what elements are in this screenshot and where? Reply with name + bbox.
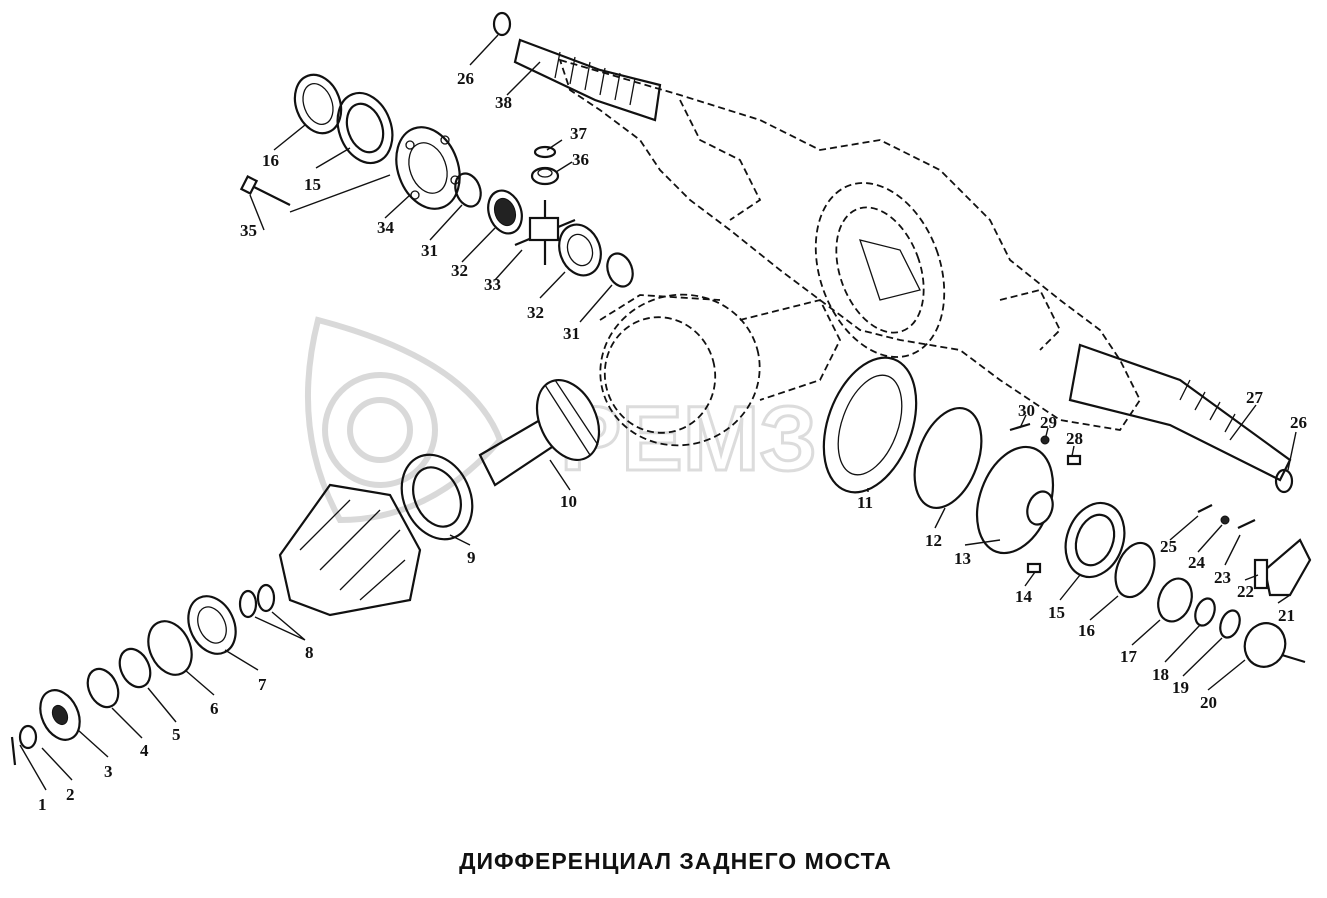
bolt-35 [239, 175, 291, 206]
lock-ring-26-right [1274, 468, 1294, 494]
label-8: 8 [305, 643, 314, 662]
flange-nut-20 [1243, 622, 1306, 668]
label-30: 30 [1018, 401, 1035, 420]
bolt-25 [1197, 504, 1213, 513]
washer-12 [913, 406, 983, 510]
bearing-7 [187, 595, 237, 655]
label-26-left: 26 [457, 69, 474, 88]
label-14: 14 [1015, 587, 1033, 606]
label-29: 29 [1040, 413, 1057, 432]
watermark-text: РЕМЗ [560, 388, 817, 490]
drive-pinion-10 [478, 379, 601, 487]
label-32-top: 32 [451, 261, 468, 280]
thrust-washer-31-top [454, 172, 482, 208]
shim-8b [256, 583, 276, 613]
label-1: 1 [38, 795, 47, 814]
lock-plate-22 [1253, 558, 1269, 590]
bearing-15-top [336, 91, 394, 165]
label-9: 9 [467, 548, 476, 567]
label-22: 22 [1237, 582, 1254, 601]
cotter-pin-1 [10, 736, 17, 766]
label-17: 17 [1120, 647, 1138, 666]
label-35: 35 [240, 221, 257, 240]
bearing-cover-16-right [1114, 541, 1156, 599]
label-20: 20 [1200, 693, 1217, 712]
label-3: 3 [104, 762, 113, 781]
label-12: 12 [925, 531, 942, 550]
reducer-housing [599, 293, 842, 447]
ring-4 [86, 667, 120, 709]
label-21: 21 [1278, 606, 1295, 625]
label-31-top: 31 [421, 241, 438, 260]
nut-24 [1220, 515, 1230, 525]
crown-gear-11 [822, 356, 918, 494]
label-23: 23 [1214, 568, 1231, 587]
differential-case-34 [395, 126, 461, 210]
label-4: 4 [140, 741, 149, 760]
washer-23 [1237, 519, 1256, 529]
label-13: 13 [954, 549, 971, 568]
differential-case-13 [976, 445, 1054, 555]
label-38: 38 [495, 93, 512, 112]
label-25: 25 [1160, 537, 1177, 556]
oil-seal-6 [147, 620, 193, 676]
bearing-15-right [1064, 501, 1126, 579]
spider-cross-33 [514, 200, 576, 265]
label-24: 24 [1188, 553, 1206, 572]
bearing-9 [400, 453, 474, 541]
label-6: 6 [210, 699, 219, 718]
ring-18 [1194, 597, 1216, 627]
label-19: 19 [1172, 678, 1189, 697]
label-5: 5 [172, 725, 181, 744]
label-15-top: 15 [304, 175, 321, 194]
ring-5 [118, 647, 152, 689]
label-15-right: 15 [1048, 603, 1065, 622]
label-26-right: 26 [1290, 413, 1307, 432]
triangle-logo-watermark [305, 316, 504, 524]
axle-housing [558, 58, 1142, 431]
diagram-title: ДИФФЕРЕНЦИАЛ ЗАДНЕГО МОСТА [459, 848, 892, 874]
label-2: 2 [66, 785, 75, 804]
washer-29 [1040, 435, 1050, 445]
label-33: 33 [484, 275, 501, 294]
label-16-top: 16 [262, 151, 279, 170]
label-7: 7 [258, 675, 267, 694]
label-18: 18 [1152, 665, 1169, 684]
flange-3 [39, 689, 81, 741]
bolt-28 [1066, 454, 1082, 466]
nut-2 [18, 724, 38, 750]
bearing-cover-16-top [293, 73, 343, 135]
washer-37 [533, 145, 557, 159]
axle-shaft-27 [1068, 343, 1292, 482]
adjusting-nut-17 [1157, 577, 1193, 623]
label-34: 34 [377, 218, 395, 237]
label-11: 11 [857, 493, 873, 512]
side-gear-32-bottom [558, 223, 602, 277]
thrust-washer-31-bottom [606, 252, 634, 288]
label-32-bottom: 32 [527, 303, 544, 322]
lock-ring-26-left [492, 11, 512, 37]
side-gear-32-top [487, 189, 523, 235]
pinion-carrier [278, 483, 422, 617]
axle-shaft-38 [513, 38, 662, 122]
leader-lines [19, 34, 1297, 791]
ring-19 [1219, 609, 1241, 639]
bolt-14 [1026, 562, 1042, 574]
label-28: 28 [1066, 429, 1083, 448]
label-36: 36 [572, 150, 589, 169]
planet-pinion-36 [530, 166, 560, 186]
label-31-bottom: 31 [563, 324, 580, 343]
label-27: 27 [1246, 388, 1264, 407]
label-37: 37 [570, 124, 588, 143]
label-10: 10 [560, 492, 577, 511]
bracket-21 [1263, 538, 1312, 597]
label-16-right: 16 [1078, 621, 1095, 640]
shim-8a [238, 589, 258, 619]
